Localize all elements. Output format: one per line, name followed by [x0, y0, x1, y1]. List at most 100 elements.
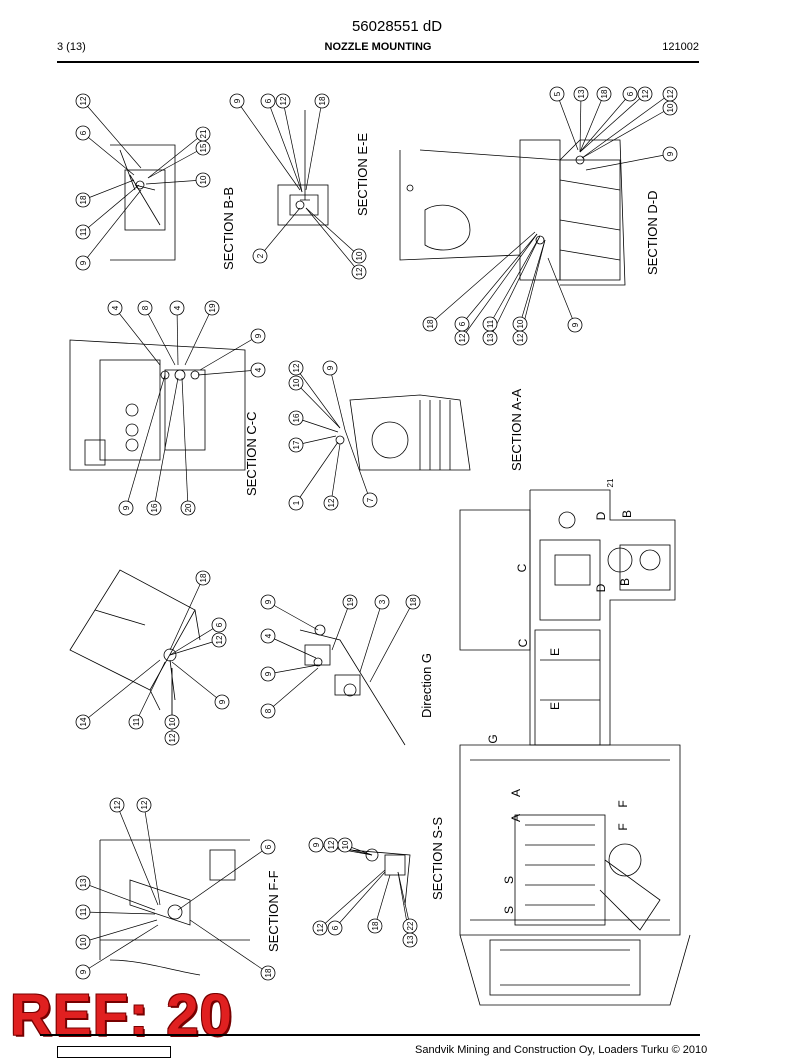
svg-text:1: 1 — [292, 500, 301, 505]
callout-dd-0: 5 — [549, 86, 579, 151]
svg-text:10: 10 — [666, 103, 675, 112]
callout-bb-0: 12 — [75, 93, 142, 169]
callout-iso-7: 10 — [164, 668, 180, 730]
svg-text:10: 10 — [79, 937, 88, 946]
svg-text:9: 9 — [326, 365, 335, 370]
callout-ee-1: 6 — [260, 93, 303, 193]
callout-dd-5: 10 — [581, 100, 678, 159]
callout-ss-1: 12 — [323, 837, 373, 856]
svg-text:9: 9 — [666, 151, 675, 156]
callout-g-0: 9 — [260, 594, 319, 631]
svg-text:22: 22 — [406, 921, 415, 930]
svg-text:12: 12 — [140, 800, 149, 809]
callout-aa-6: 12 — [323, 443, 341, 511]
svg-text:16: 16 — [150, 503, 159, 512]
svg-text:5: 5 — [553, 91, 562, 96]
callout-ss-4: 6 — [327, 871, 386, 936]
svg-text:15: 15 — [199, 143, 208, 152]
callout-ss-3: 12 — [312, 869, 386, 936]
callout-g-3: 18 — [369, 594, 421, 683]
svg-text:9: 9 — [312, 842, 321, 847]
footer-copyright: Sandvik Mining and Construction Oy, Load… — [415, 1044, 708, 1056]
callout-iso-0: 18 — [169, 570, 211, 651]
callout-dd-4: 12 — [579, 86, 653, 153]
view-marker-15: S — [502, 876, 516, 884]
section-aa-sketch — [335, 394, 471, 471]
svg-text:12: 12 — [215, 635, 224, 644]
svg-text:18: 18 — [371, 921, 380, 930]
svg-text:2: 2 — [256, 253, 265, 258]
svg-text:12: 12 — [292, 363, 301, 372]
view-marker-10: A — [509, 789, 523, 797]
svg-text:18: 18 — [79, 195, 88, 204]
view-marker-3: C — [515, 563, 529, 572]
isometric-sketch — [69, 569, 201, 711]
callout-aa-7: 7 — [344, 429, 378, 508]
section-ss-sketch — [349, 848, 411, 906]
svg-text:18: 18 — [264, 968, 273, 977]
svg-text:14: 14 — [79, 717, 88, 726]
view-marker-14: S — [502, 906, 516, 914]
callout-iso-4: 14 — [75, 659, 161, 730]
footer-rule — [40, 1034, 700, 1036]
view-marker-9: G — [486, 734, 500, 743]
view-marker-0: 21 — [606, 478, 615, 487]
view-marker-8: E — [548, 702, 562, 710]
svg-text:20: 20 — [184, 503, 193, 512]
callout-aa-0: 10 — [288, 375, 341, 429]
callout-dd-3: 6 — [579, 86, 638, 153]
section-cc-title: SECTION C-C — [244, 412, 259, 497]
callout-iso-2: 6 — [169, 617, 227, 656]
callout-bb-2: 18 — [75, 179, 135, 208]
direction-g-title: Direction G — [419, 653, 434, 718]
view-marker-12: F — [616, 800, 630, 807]
callout-dd-1: 13 — [573, 86, 589, 153]
callout-dd-6: 12 — [581, 86, 678, 159]
section-dd-title: SECTION D-D — [645, 191, 660, 276]
view-marker-5: B — [618, 578, 632, 586]
svg-text:9: 9 — [264, 599, 273, 604]
callout-g-6: 8 — [260, 667, 319, 719]
svg-text:18: 18 — [199, 573, 208, 582]
callout-bb-3: 11 — [75, 184, 140, 240]
callout-ff-0: 12 — [109, 797, 159, 906]
callout-dd-14: 10 — [512, 239, 546, 332]
callout-cc-7: 16 — [146, 377, 179, 516]
svg-text:10: 10 — [516, 319, 525, 328]
callout-cc-8: 20 — [180, 377, 196, 516]
callout-bb-1: 6 — [75, 125, 135, 176]
svg-text:9: 9 — [571, 322, 580, 327]
document-number: 56028551 dD — [351, 18, 443, 35]
svg-text:6: 6 — [264, 98, 273, 103]
section-ss-title: SECTION S-S — [430, 817, 445, 900]
callout-cc-1: 8 — [137, 300, 176, 366]
callout-dd-15: 9 — [547, 257, 583, 333]
callout-g-2: 3 — [359, 594, 390, 673]
section-dd-sketch — [399, 139, 626, 286]
callout-cc-3: 19 — [184, 300, 220, 366]
svg-text:6: 6 — [215, 622, 224, 627]
callout-ee-4: 2 — [252, 207, 301, 264]
section-ff-title: SECTION F-F — [266, 870, 281, 952]
callout-iso-1: 12 — [169, 632, 227, 656]
svg-text:12: 12 — [355, 267, 364, 276]
ref-stamp: REF: 20 — [10, 983, 233, 1048]
svg-text:12: 12 — [666, 89, 675, 98]
machine-main-view — [459, 489, 691, 1006]
svg-text:8: 8 — [264, 708, 273, 713]
header-rule — [57, 61, 699, 63]
document-code: 121002 — [662, 41, 699, 53]
svg-text:11: 11 — [132, 717, 141, 726]
callout-ee-5: 12 — [305, 207, 367, 280]
svg-text:12: 12 — [316, 923, 325, 932]
section-ee-sketch — [277, 110, 329, 226]
callout-ss-2: 10 — [337, 837, 373, 856]
svg-text:10: 10 — [355, 251, 364, 260]
svg-text:7: 7 — [366, 497, 375, 502]
view-marker-6: C — [516, 638, 530, 647]
callout-bb-7: 10 — [145, 172, 211, 188]
svg-text:12: 12 — [79, 96, 88, 105]
callout-ff-4: 11 — [75, 904, 156, 920]
svg-text:4: 4 — [111, 305, 120, 310]
svg-text:18: 18 — [409, 597, 418, 606]
